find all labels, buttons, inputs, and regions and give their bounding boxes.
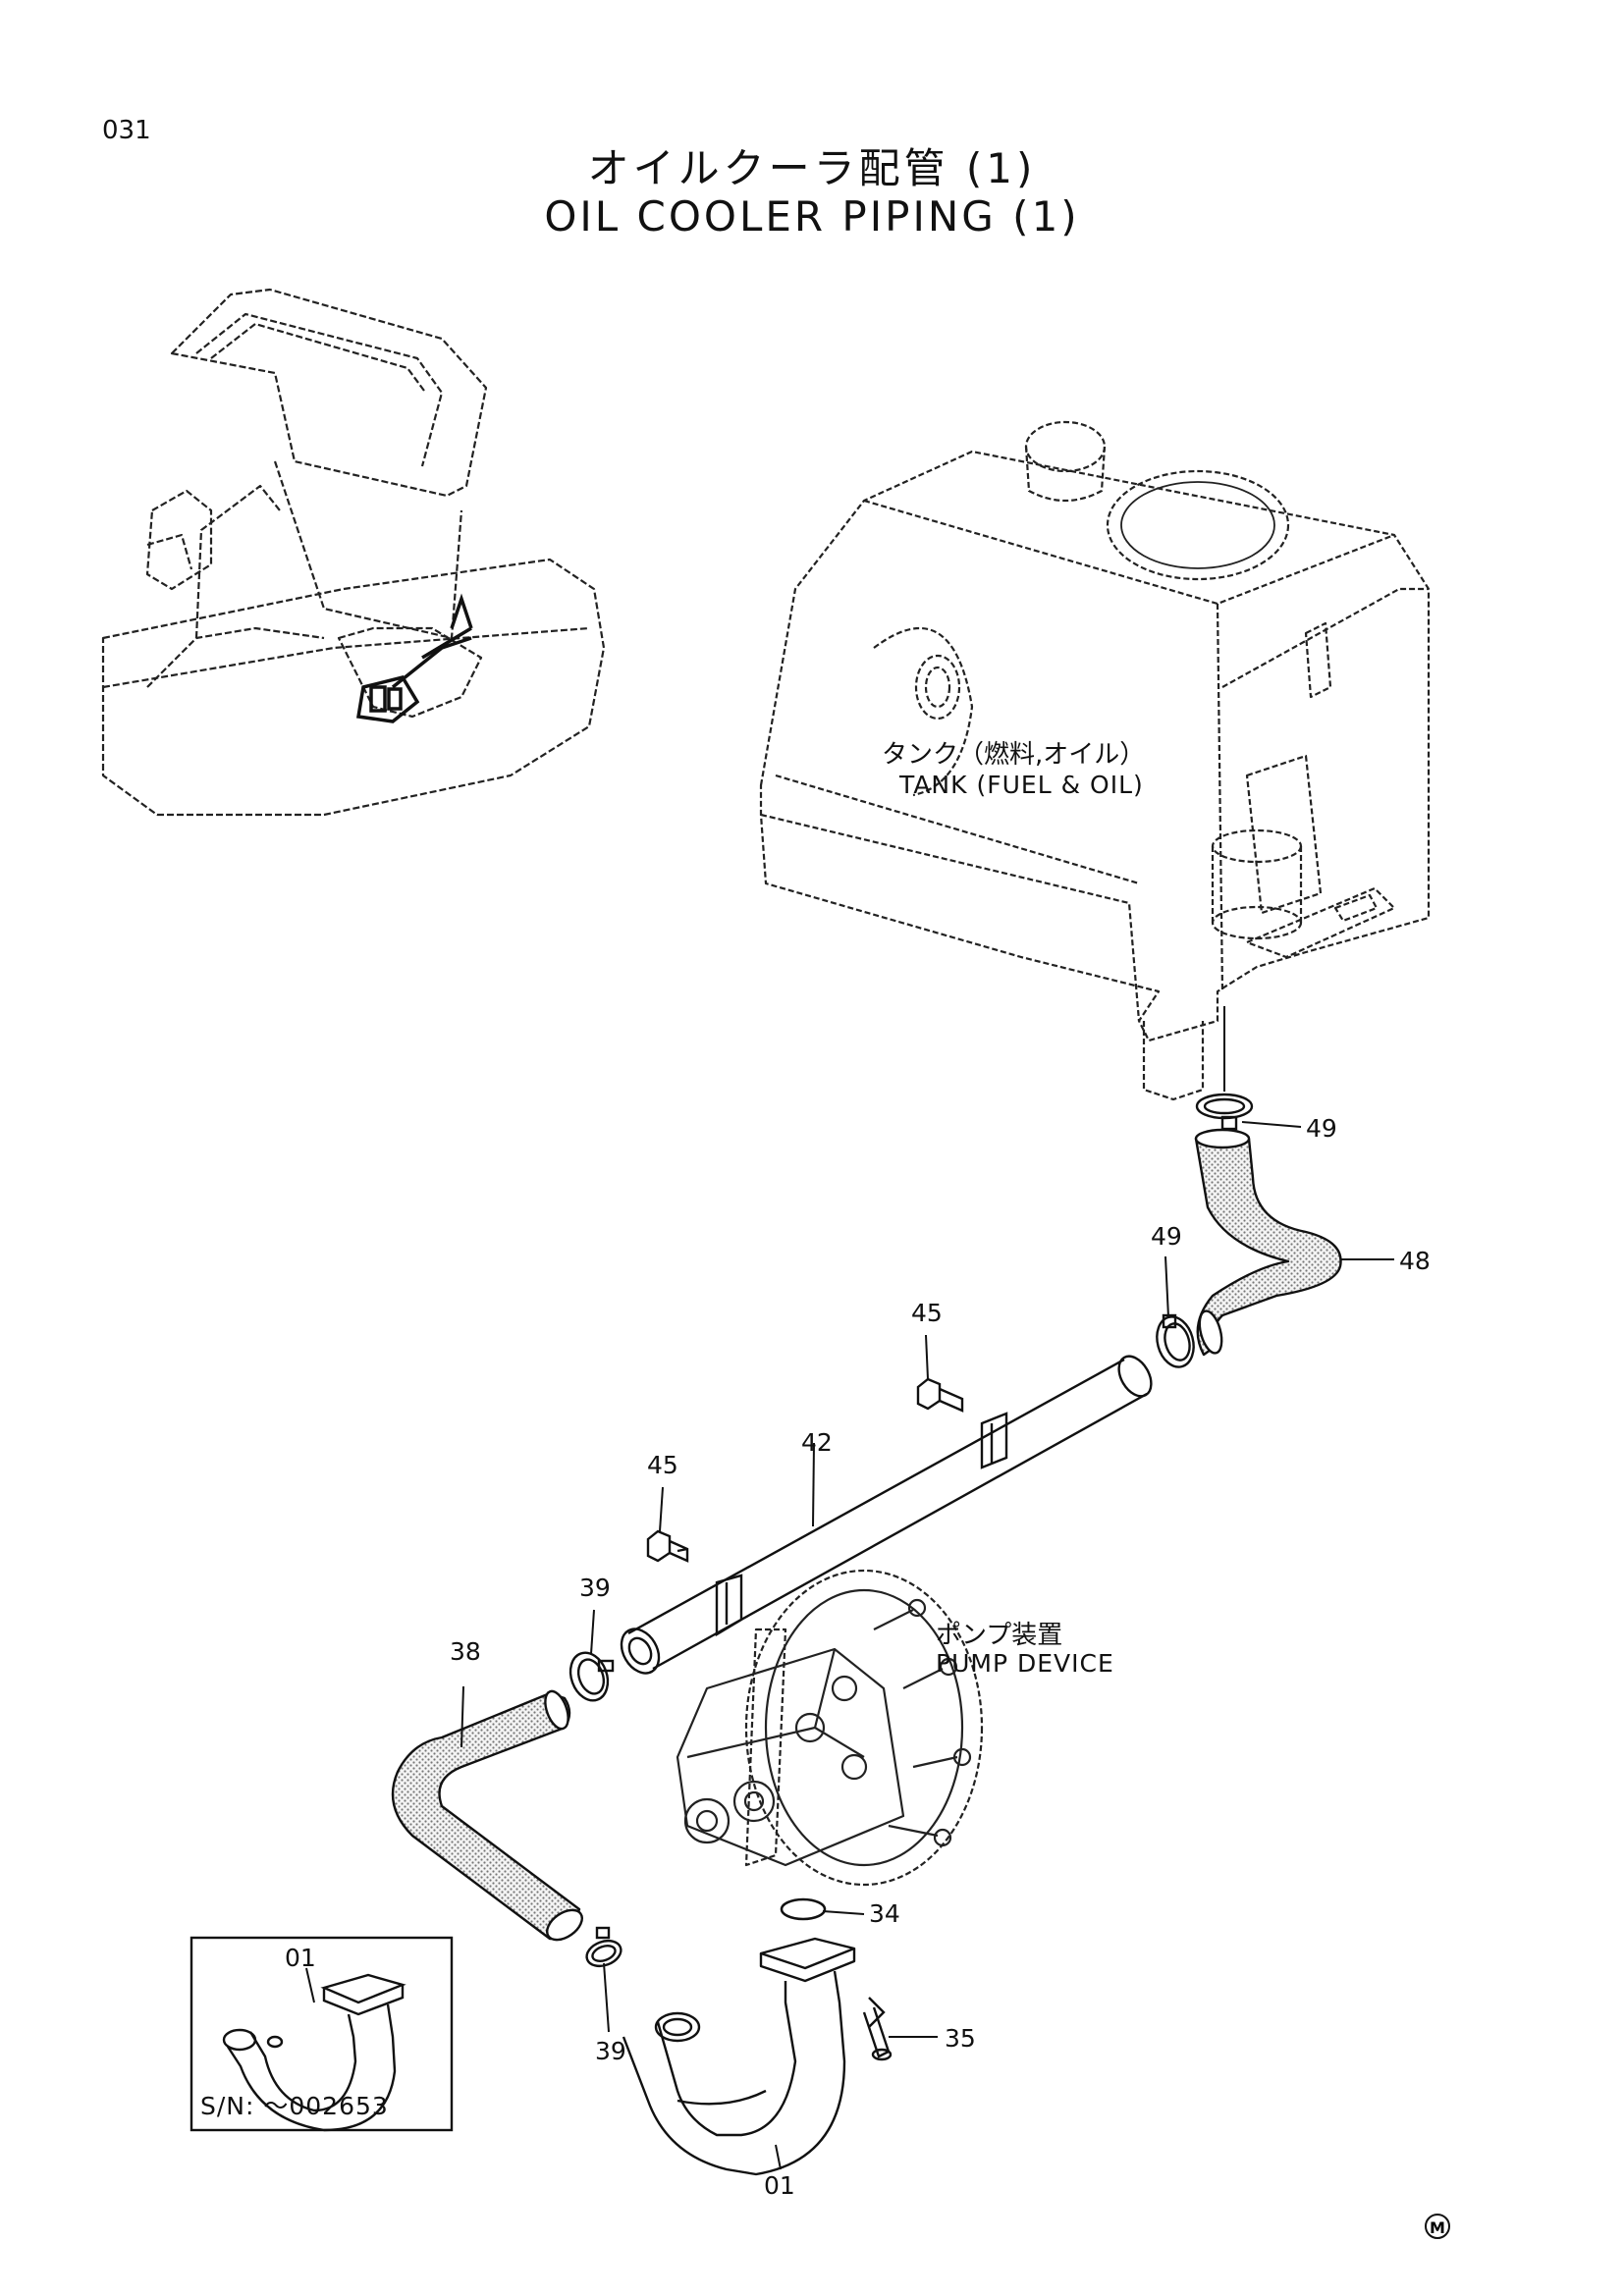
bolt-45-left bbox=[646, 1529, 689, 1563]
callout-48: 48 bbox=[1399, 1247, 1431, 1275]
callout-35: 35 bbox=[945, 2024, 976, 2053]
machine-overview-illustration bbox=[101, 288, 606, 817]
callout-39-bottom: 39 bbox=[595, 2037, 626, 2065]
callout-45-right: 45 bbox=[911, 1299, 943, 1327]
hose-38 bbox=[391, 1689, 583, 1942]
pump-label-ja: ポンプ装置 bbox=[936, 1621, 1063, 1650]
callout-49-mid: 49 bbox=[1151, 1222, 1182, 1251]
hose-48 bbox=[1194, 1128, 1342, 1357]
hose-clamp-49-top bbox=[1195, 1093, 1254, 1131]
variant-inset-box bbox=[189, 1936, 454, 2132]
hose-clamp-39-top bbox=[568, 1651, 615, 1702]
leader-lines bbox=[305, 1006, 1394, 2170]
machine-highlighted-piping bbox=[355, 593, 473, 723]
callout-01-bottom: 01 bbox=[764, 2171, 795, 2200]
callout-01-inset: 01 bbox=[285, 1944, 316, 1972]
tank-details bbox=[1120, 481, 1275, 569]
bolt-45-right bbox=[916, 1377, 964, 1413]
tank-label-ja: タンク（燃料,オイル） bbox=[882, 740, 1146, 770]
pump-label-en: PUMP DEVICE bbox=[936, 1649, 1114, 1678]
callout-34: 34 bbox=[869, 1899, 900, 1928]
elbow-pipe-01 bbox=[622, 1937, 856, 2176]
hose-clamp-39-bottom bbox=[585, 1926, 623, 1968]
o-ring-34 bbox=[780, 1897, 827, 1921]
m-mark: M bbox=[1430, 2218, 1445, 2237]
pump-device-illustration bbox=[676, 1569, 984, 1887]
hose-clamp-49-mid bbox=[1156, 1313, 1195, 1368]
callout-49-top: 49 bbox=[1306, 1114, 1337, 1143]
m-mark-circle bbox=[1425, 2214, 1450, 2239]
bolt-35 bbox=[862, 1997, 893, 2061]
callout-38: 38 bbox=[450, 1637, 481, 1666]
callout-45-left: 45 bbox=[647, 1451, 678, 1479]
pipe-42 bbox=[620, 1355, 1153, 1675]
title-english: OIL COOLER PIPING (1) bbox=[544, 192, 1080, 240]
title-japanese: オイルクーラ配管 (1) bbox=[587, 144, 1037, 192]
callout-39-top: 39 bbox=[579, 1574, 611, 1602]
tank-label-en: TANK (FUEL & OIL) bbox=[899, 771, 1144, 799]
page-number: 031 bbox=[102, 116, 151, 145]
tank-illustration bbox=[759, 420, 1431, 1101]
serial-number-label: S/N: ～002653 bbox=[200, 2092, 389, 2120]
callout-42: 42 bbox=[801, 1428, 833, 1457]
